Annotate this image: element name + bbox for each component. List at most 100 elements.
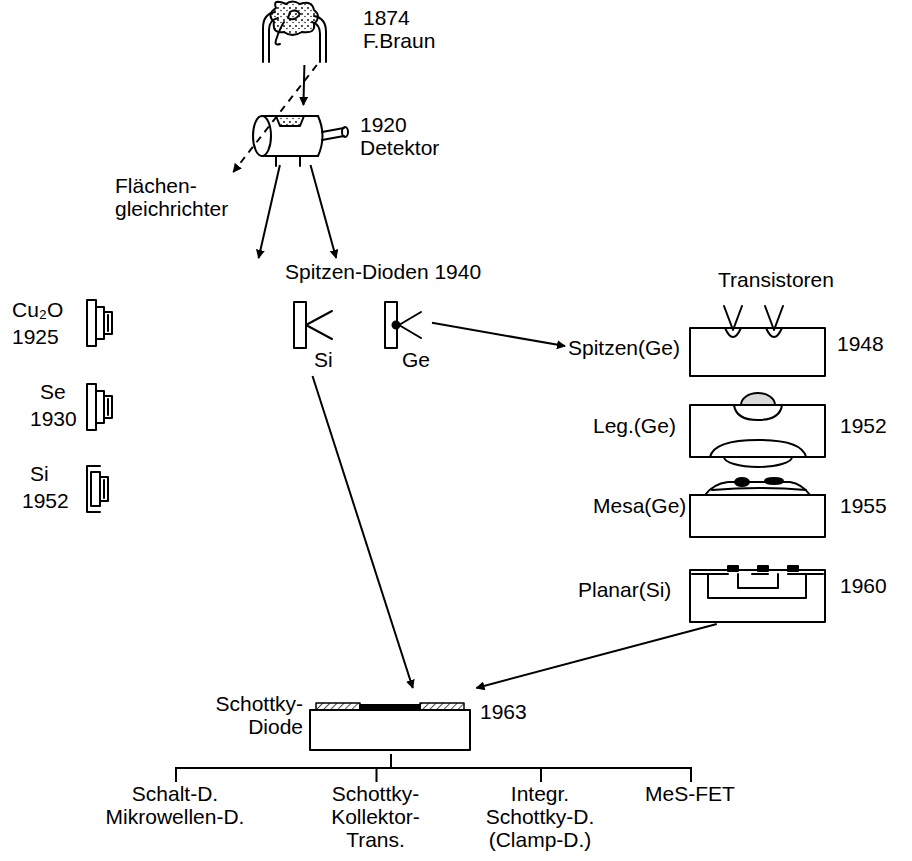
planar-transistor-part xyxy=(788,566,798,571)
braun-crystal-node: 1874 F.Braun xyxy=(245,0,450,65)
detector-device-part xyxy=(276,116,304,126)
se-rectifier-part xyxy=(96,391,104,423)
year-text: 1925 xyxy=(12,325,59,348)
detector-device-part xyxy=(322,128,344,140)
node-text: Si xyxy=(30,462,49,485)
si-point-diode xyxy=(294,302,332,348)
si-point-diode-part xyxy=(306,311,332,339)
detector-device xyxy=(253,116,348,166)
arrow xyxy=(259,165,280,258)
year-text: 1952 xyxy=(22,489,69,512)
si-rectifier-part xyxy=(103,480,105,498)
year-text: 1930 xyxy=(30,407,77,430)
mesa-transistor-part xyxy=(690,482,825,495)
detector-device-part xyxy=(318,116,323,156)
se-rectifier-part xyxy=(107,399,109,415)
planar-transistor-part xyxy=(728,566,738,571)
mesa-transistor-part xyxy=(735,478,749,486)
detector-device-part xyxy=(342,127,348,137)
node-text: Se xyxy=(40,380,66,403)
svg-part xyxy=(87,2,825,751)
node-text: MeS-FET xyxy=(640,782,740,805)
node-text: Schottky- Kollektor- Trans. xyxy=(318,782,433,851)
cu2o-rectifier-part xyxy=(96,307,104,339)
area-rectifier-group: Flächen- gleichrichter xyxy=(110,172,255,230)
year-text: 1955 xyxy=(840,494,887,517)
point-diode: Si xyxy=(290,300,335,376)
year-text: 1948 xyxy=(837,332,884,355)
node-text: 1874 F.Braun xyxy=(363,6,448,52)
point-contact-transistor xyxy=(690,306,825,376)
si-rectifier xyxy=(87,466,108,512)
alloy-transistor-part xyxy=(690,405,825,457)
year-text: 1963 xyxy=(480,700,527,723)
point-contact-transistor-part xyxy=(724,306,742,330)
cu2o-rectifier-part xyxy=(87,300,96,346)
application-item: Schottky- Kollektor- Trans. xyxy=(318,782,435,857)
braun-crystal-part xyxy=(270,2,318,36)
node-text: Schalt-D. Mikrowellen-D. xyxy=(95,782,255,828)
cu2o-rectifier-part xyxy=(104,312,112,334)
application-item: Integr. Schottky-D. (Clamp-D.) xyxy=(465,782,617,857)
schottky-diode-chip-part xyxy=(420,703,464,710)
se-rectifier-part xyxy=(104,396,112,418)
node-text: Planar(Si) xyxy=(578,578,671,601)
detector-device-part xyxy=(276,156,300,166)
planar-transistor xyxy=(690,566,825,622)
mesa-transistor-part xyxy=(690,495,825,537)
point-contact-transistor-part xyxy=(765,306,783,330)
transistor-item: Mesa(Ge) 1955 xyxy=(590,480,890,538)
alloy-transistor-part xyxy=(724,457,792,467)
si-rectifier-part xyxy=(100,477,108,501)
braun-crystal-part xyxy=(276,22,285,45)
node-text: Spitzen(Ge) xyxy=(568,336,680,359)
detector-device-part xyxy=(253,116,271,156)
node-text: Ge xyxy=(402,348,430,371)
planar-transistor-part xyxy=(708,574,806,598)
node-text: Integr. Schottky-D. (Clamp-D.) xyxy=(465,782,615,851)
transistor-item: Planar(Si)1960 xyxy=(575,562,890,624)
detector-node: 1920 Detektor xyxy=(240,105,475,165)
planar-transistor-part xyxy=(690,570,825,622)
arrow xyxy=(311,165,337,258)
arrow xyxy=(313,376,413,688)
node-text: Cu₂O xyxy=(12,298,63,321)
schottky-diode-node: Schottky- Diode 1963 xyxy=(195,688,530,754)
arrow xyxy=(233,65,316,172)
arrow xyxy=(432,323,565,346)
planar-transistor-part xyxy=(738,574,778,588)
rectifier-item: Cu₂O 1925 xyxy=(12,298,137,353)
schottky-diode-chip-part xyxy=(310,710,470,750)
node-text: Flächen- gleichrichter xyxy=(115,174,250,220)
bracket-line xyxy=(377,754,392,782)
cu2o-rectifier xyxy=(87,300,112,346)
point-diode-group: Spitzen-Dioden 1940SiGe xyxy=(240,258,550,380)
si-point-diode-part xyxy=(294,302,306,348)
mesa-transistor-part xyxy=(712,488,806,490)
node-text: Leg.(Ge) xyxy=(593,414,676,437)
node-text: Schottky- Diode xyxy=(195,692,303,738)
cu2o-rectifier-part xyxy=(107,315,109,331)
si-rectifier-part xyxy=(91,472,100,506)
schottky-diode-chip-part xyxy=(360,705,420,710)
alloy-transistor-part xyxy=(734,405,782,420)
node-text: 1920 Detektor xyxy=(360,113,455,159)
transistor-item: Spitzen(Ge) 1948 xyxy=(565,320,890,378)
node-text: Si xyxy=(314,348,333,371)
transistor-item: Leg.(Ge)1952 xyxy=(590,398,890,462)
ge-point-diode-part xyxy=(399,312,421,338)
bracket-line xyxy=(391,754,691,782)
si-rectifier-part xyxy=(87,466,100,512)
planar-transistor-part xyxy=(758,566,768,571)
node-text: Mesa(Ge) xyxy=(593,494,686,517)
bracket-line xyxy=(176,754,391,782)
application-item: MeS-FET xyxy=(640,782,742,812)
se-rectifier-part xyxy=(87,384,96,430)
arrow xyxy=(476,624,716,688)
rectifier-item: Se 1930 xyxy=(30,380,135,435)
application-item: Schalt-D. Mikrowellen-D. xyxy=(95,782,257,857)
alloy-transistor-part xyxy=(741,393,775,405)
